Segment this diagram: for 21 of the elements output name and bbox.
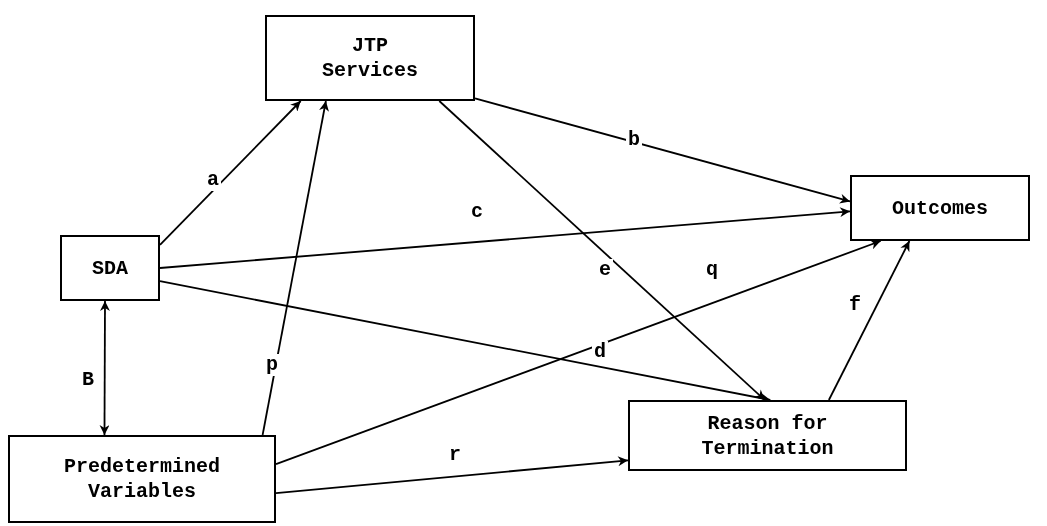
node-label: Predetermined Variables <box>63 454 221 504</box>
arrow <box>99 300 110 436</box>
node-label: JTP Services <box>321 33 419 83</box>
arrow <box>275 239 882 465</box>
arrow <box>275 456 629 494</box>
arrow <box>828 240 911 401</box>
node-label: Outcomes <box>892 195 988 221</box>
arrow <box>438 100 766 401</box>
arrow <box>261 100 329 436</box>
arrow <box>159 280 772 403</box>
arrow <box>159 100 302 246</box>
process-box <box>850 175 1030 241</box>
edge-label: p <box>264 354 280 376</box>
arrow <box>159 207 851 269</box>
process-box <box>628 400 907 471</box>
node-label: Reason for Termination <box>700 410 835 461</box>
node-label: SDA <box>92 255 128 281</box>
process-box <box>8 435 276 523</box>
process-box <box>60 235 160 301</box>
arrow <box>474 97 851 204</box>
process-box <box>265 15 475 101</box>
